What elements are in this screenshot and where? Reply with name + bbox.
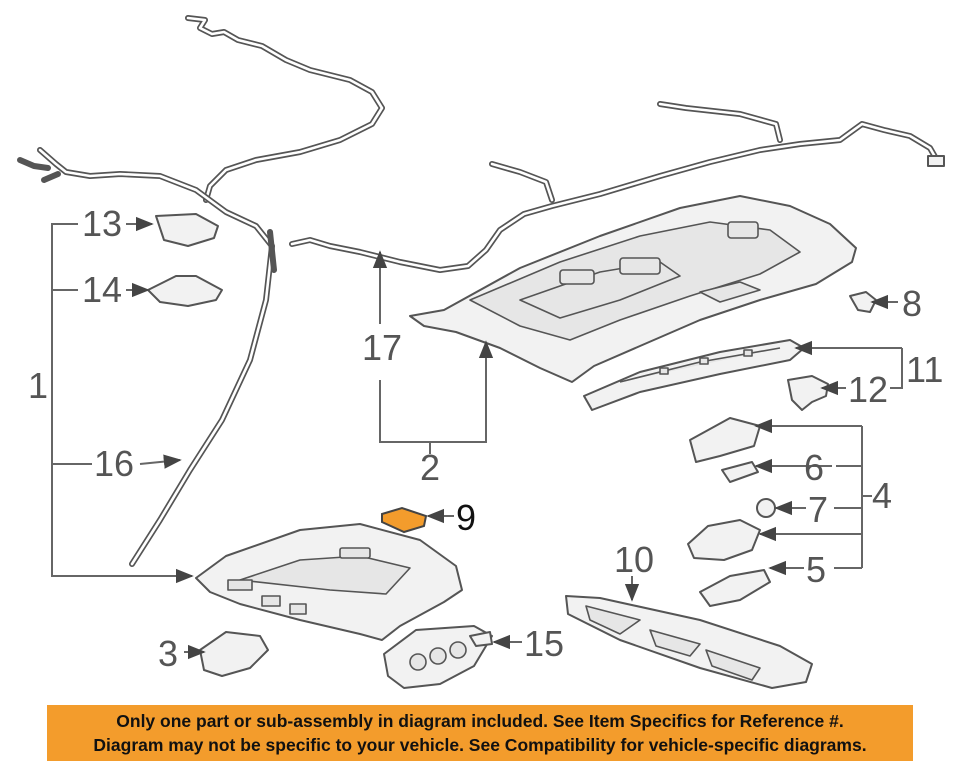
callout-6: 6: [804, 447, 824, 488]
callout-13: 13: [82, 203, 122, 244]
callout-11: 11: [906, 349, 943, 390]
lens-part-5: [699, 569, 771, 607]
overhead-console: [565, 595, 813, 689]
callout-8: 8: [902, 283, 922, 324]
bracket-part-14: [147, 275, 223, 307]
leader-lines: [51, 216, 903, 660]
disclaimer-line-1: Only one part or sub-assembly in diagram…: [116, 711, 844, 731]
callout-17: 17: [362, 327, 402, 368]
bulb-part-7: [756, 498, 776, 518]
headliner-small: [195, 523, 463, 641]
callout-labels: 1 13 14 16 17 2 9 8 11 12 6 4 7 5 10 3 1…: [28, 203, 943, 674]
callout-4: 4: [872, 475, 892, 516]
callout-5: 5: [806, 549, 826, 590]
control-panel-part-15: [383, 625, 493, 689]
headliner-large: [409, 195, 857, 383]
bulb-part-6: [721, 461, 759, 483]
wire-connector-icon: [927, 155, 945, 167]
retainer-part-12: [787, 375, 829, 411]
callout-2: 2: [420, 447, 440, 488]
callout-7: 7: [808, 489, 828, 530]
callout-12: 12: [848, 369, 888, 410]
highlighted-part-9: [381, 506, 428, 534]
callout-1: 1: [28, 365, 48, 406]
wiring-harness-left: [17, 15, 385, 567]
lamp-housing-part: [689, 417, 761, 463]
callout-9: 9: [456, 497, 476, 538]
parts-diagram: 1 13 14 16 17 2 9 8 11 12 6 4 7 5 10 3 1…: [17, 15, 945, 689]
bracket-part-13: [155, 213, 219, 247]
callout-10: 10: [614, 539, 654, 580]
trim-strip: [583, 339, 805, 411]
lens-part: [687, 519, 761, 561]
callout-14: 14: [82, 269, 122, 310]
callout-16: 16: [94, 443, 134, 484]
sun-visor-part-3: [199, 631, 269, 677]
disclaimer-banner: Only one part or sub-assembly in diagram…: [47, 705, 913, 761]
disclaimer-line-2: Diagram may not be specific to your vehi…: [93, 735, 867, 755]
callout-15: 15: [524, 623, 564, 664]
callout-3: 3: [158, 633, 178, 674]
